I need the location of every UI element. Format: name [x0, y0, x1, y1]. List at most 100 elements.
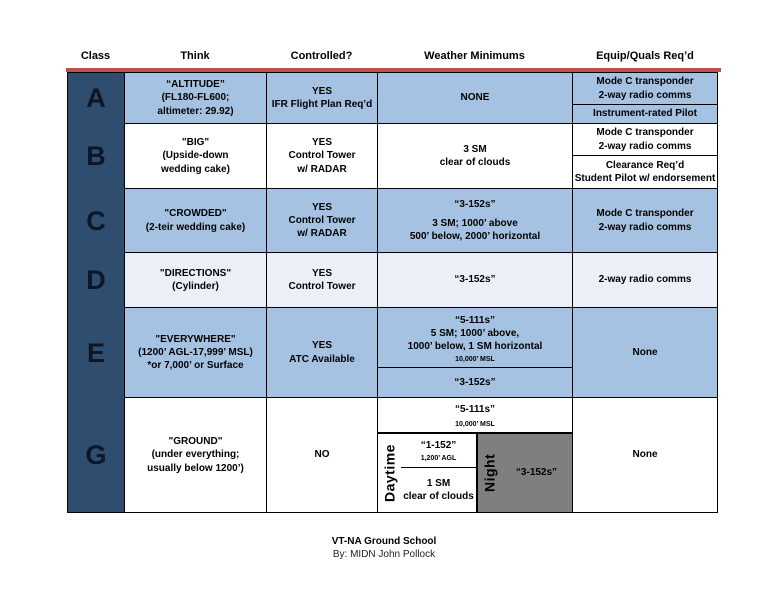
equip-cell-d: 2-way radio comms [572, 253, 717, 307]
equip-subcell-top: Mode C transponder 2-way radio comms [573, 73, 717, 105]
weather-above-10000msl: “5-111s” 10,000’ MSL [378, 398, 572, 434]
think-cell-b: "BIG" (Upside-down wedding cake) [124, 124, 266, 188]
night-box: Night “3-152s” [478, 434, 572, 512]
class-column: A B C D E G [68, 73, 124, 512]
column-header-think: Think [180, 50, 210, 62]
think-cell-c: "CROWDED" (2-teir wedding cake) [124, 189, 266, 252]
equip-line: 2-way radio comms [598, 274, 692, 286]
weather-line: 1 SM [426, 478, 451, 490]
class-label-d: D [86, 265, 106, 295]
think-line: (1200’ AGL-17,999’ MSL) [138, 346, 253, 358]
think-line: altimeter: 29.92) [157, 105, 234, 117]
equip-cell-a: Mode C transponder 2-way radio comms Ins… [572, 73, 717, 123]
daytime-above-1200agl: “1-152” 1,200’ AGL [401, 434, 476, 469]
weather-below-10000msl: “3-152s” [378, 368, 572, 397]
controlled-answer: YES [311, 85, 332, 97]
equip-line: 2-way radio comms [598, 221, 692, 233]
equip-cell-b: Mode C transponder 2-way radio comms Cle… [572, 124, 717, 188]
think-line: (FL180-FL600; [161, 92, 230, 104]
think-cell-g: "GROUND" (under everything; usually belo… [124, 398, 266, 512]
column-header-class: Class [80, 50, 111, 62]
column-header-controlled: Controlled? [290, 50, 353, 62]
weather-line: 5 SM; 1000’ above, [430, 328, 520, 340]
equip-line: Mode C transponder [596, 76, 694, 88]
weather-line: clear of clouds [403, 491, 474, 503]
altitude-note: 10,000’ MSL [455, 355, 495, 363]
weather-line: 3 SM [463, 143, 487, 155]
equip-subcell-top: Mode C transponder 2-way radio comms [573, 124, 717, 156]
controlled-detail: w/ RADAR [297, 163, 347, 175]
class-label-c: C [86, 205, 106, 236]
think-title-d: "DIRECTIONS" [159, 267, 232, 279]
equip-cell-c: Mode C transponder 2-way radio comms [572, 189, 717, 252]
controlled-answer: YES [311, 201, 332, 213]
weather-value: NONE [460, 92, 490, 104]
weather-rule-title: “1-152” [420, 440, 457, 451]
class-label-a: A [86, 83, 106, 113]
equip-line: None [632, 449, 658, 461]
controlled-answer: NO [314, 449, 330, 461]
think-title-a: “ALTITUDE” [166, 79, 225, 91]
controlled-cell-b: YES Control Tower w/ RADAR [266, 124, 377, 188]
table-row-class-b: "BIG" (Upside-down wedding cake) YES Con… [124, 124, 717, 189]
think-line: (2-teir wedding cake) [145, 221, 246, 233]
weather-detail-block: 3 SM; 1000’ above 500’ below, 2000’ hori… [410, 217, 540, 243]
weather-line: clear of clouds [439, 157, 511, 168]
airspace-table: A B C D E G “ALTITUDE” (FL180-FL600; alt… [67, 72, 718, 513]
footer: VT-NA Ground School By: MIDN John Polloc… [0, 536, 768, 561]
table-row-class-d: "DIRECTIONS" (Cylinder) YES Control Towe… [124, 253, 717, 308]
controlled-answer: YES [311, 267, 332, 279]
table-row-class-e: "EVERYWHERE" (1200’ AGL-17,999’ MSL) *or… [124, 308, 717, 398]
weather-rule-title: “5-111s” [454, 315, 496, 326]
class-label-b: B [86, 141, 106, 171]
think-cell-e: "EVERYWHERE" (1200’ AGL-17,999’ MSL) *or… [124, 308, 266, 397]
daytime-content: “1-152” 1,200’ AGL 1 SM clear of clouds [401, 434, 476, 512]
controlled-cell-e: YES ATC Available [266, 308, 377, 397]
weather-above-10000msl: “5-111s” 5 SM; 1000’ above, 1000’ below,… [378, 308, 572, 368]
weather-cell-b: 3 SM clear of clouds [377, 124, 572, 188]
altitude-note: 10,000’ MSL [455, 420, 495, 428]
weather-rule-title: “3-152s” [515, 467, 558, 479]
weather-cell-e: “5-111s” 5 SM; 1000’ above, 1000’ below,… [377, 308, 572, 397]
daytime-below-1200agl: 1 SM clear of clouds [401, 468, 476, 512]
equip-line: Mode C transponder [596, 208, 694, 220]
think-cell-d: "DIRECTIONS" (Cylinder) [124, 253, 266, 307]
class-label-e: E [86, 337, 105, 368]
equip-cell-g: None [572, 398, 717, 512]
think-cell-a: “ALTITUDE” (FL180-FL600; altimeter: 29.9… [124, 73, 266, 123]
weather-cell-d: “3-152s” [377, 253, 572, 307]
night-rule: “3-152s” [501, 434, 572, 512]
think-title-b: "BIG" [181, 137, 210, 149]
daytime-box: Daytime “1-152” 1,200’ AGL 1 SM clear of… [378, 434, 478, 512]
weather-line: 3 SM; 1000’ above [432, 217, 518, 229]
weather-cell-c: “3-152s” 3 SM; 1000’ above 500’ below, 2… [377, 189, 572, 252]
controlled-answer: YES [311, 340, 332, 352]
equip-line: Mode C transponder [596, 127, 694, 139]
weather-rule-title: “5-111s” [454, 404, 496, 415]
weather-cell-g: “5-111s” 10,000’ MSL Daytime “1-152” 1,2… [377, 398, 572, 512]
think-line: (Cylinder) [172, 281, 219, 292]
equip-subcell-bottom: Clearance Req’d Student Pilot w/ endorse… [573, 156, 717, 188]
equip-line: Student Pilot w/ endorsement [574, 173, 716, 184]
controlled-cell-d: YES Control Tower [266, 253, 377, 307]
footer-author: By: MIDN John Pollock [332, 548, 436, 560]
daytime-label: Daytime [381, 444, 398, 502]
controlled-detail: w/ RADAR [297, 228, 347, 240]
think-line: wedding cake) [161, 163, 230, 175]
weather-rule-title: “3-152s” [454, 198, 496, 210]
column-header-equip-quals: Equip/Quals Req’d [596, 50, 694, 62]
controlled-detail: ATC Available [289, 353, 355, 365]
equip-cell-e: None [572, 308, 717, 397]
table-row-class-c: "CROWDED" (2-teir wedding cake) YES Cont… [124, 189, 717, 253]
think-title-g: "GROUND" [168, 436, 223, 448]
footer-title: VT-NA Ground School [331, 536, 437, 547]
think-title-c: "CROWDED" [164, 208, 227, 220]
night-label: Night [481, 453, 498, 493]
table-row-class-g: "GROUND" (under everything; usually belo… [124, 398, 717, 512]
think-title-e: "EVERYWHERE" [155, 333, 236, 345]
table-body: “ALTITUDE” (FL180-FL600; altimeter: 29.9… [124, 73, 717, 512]
think-line: (Upside-down [162, 150, 229, 162]
think-line: *or 7,000’ or Surface [147, 360, 244, 372]
think-line: usually below 1200’) [147, 462, 244, 474]
